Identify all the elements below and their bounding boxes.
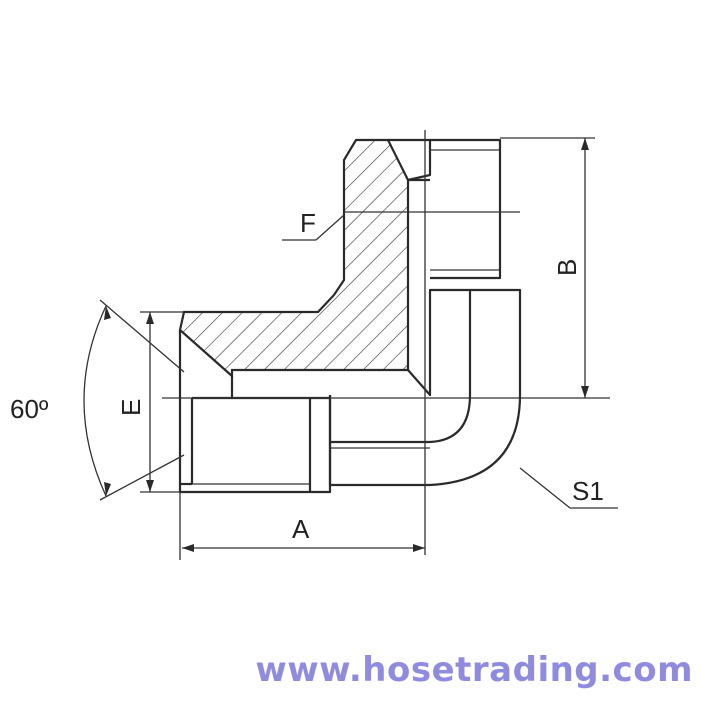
upper-port — [388, 138, 502, 280]
watermark-url: www.hosetrading.com — [255, 650, 693, 690]
label-s1: S1 — [572, 476, 604, 506]
dimension-b — [581, 138, 589, 398]
label-a: A — [292, 514, 310, 544]
elbow-body — [328, 288, 522, 487]
label-b: B — [552, 259, 582, 276]
label-angle: 60º — [10, 394, 49, 424]
leader-s1 — [519, 467, 618, 509]
label-f: F — [300, 208, 316, 238]
dimension-a — [182, 544, 425, 552]
dimension-e — [146, 312, 154, 492]
leader-f — [282, 214, 345, 241]
hatched-section — [178, 138, 410, 379]
reference-lines — [140, 130, 610, 560]
label-e: E — [116, 399, 146, 416]
angle-dimension — [83, 299, 185, 501]
